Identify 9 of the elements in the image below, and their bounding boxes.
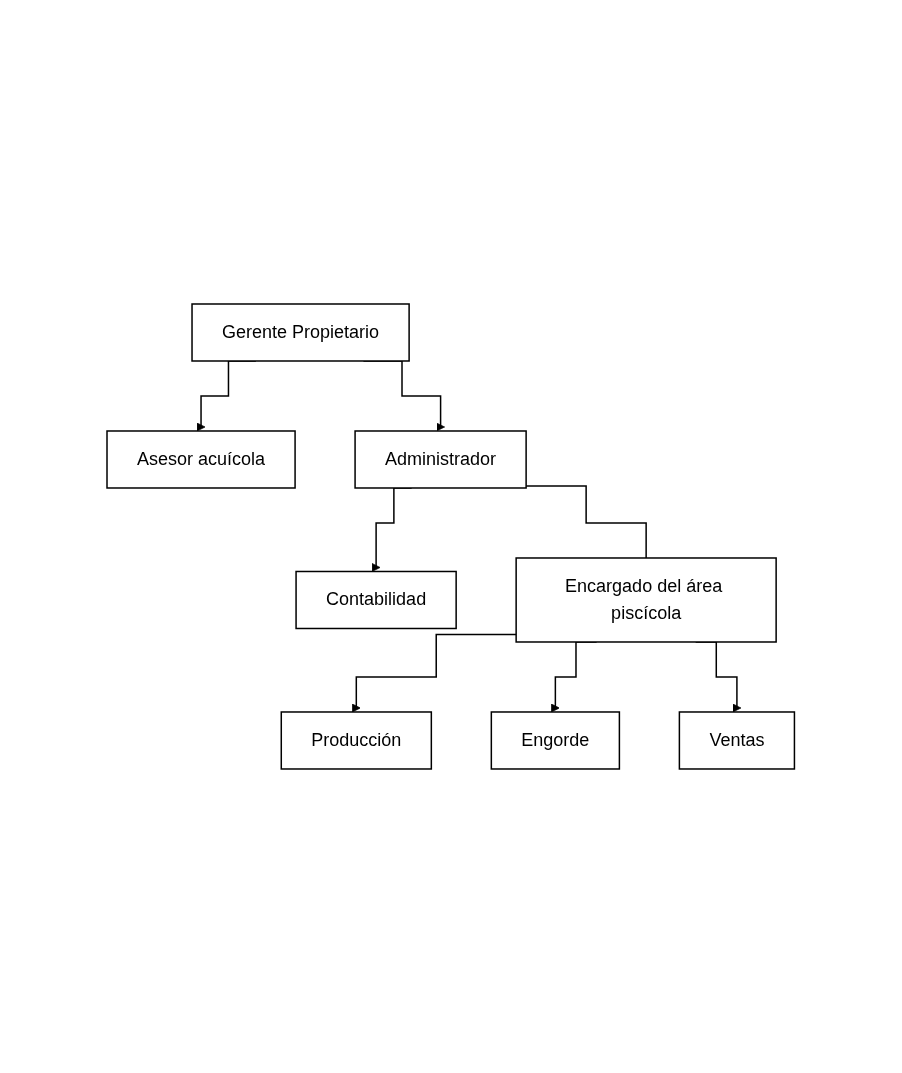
connector [525, 485, 648, 559]
node-box: Administrador [354, 430, 528, 489]
node-box: Engorde [490, 711, 621, 770]
node-box: Contabilidad [295, 570, 458, 630]
node-box: Ventas [678, 711, 796, 770]
node-box: Asesor acuícola [106, 430, 297, 489]
node-box: Producción [280, 711, 433, 770]
node-box: Gerente Propietario [191, 303, 411, 362]
node-box: Encargado del área piscícola [515, 557, 778, 643]
